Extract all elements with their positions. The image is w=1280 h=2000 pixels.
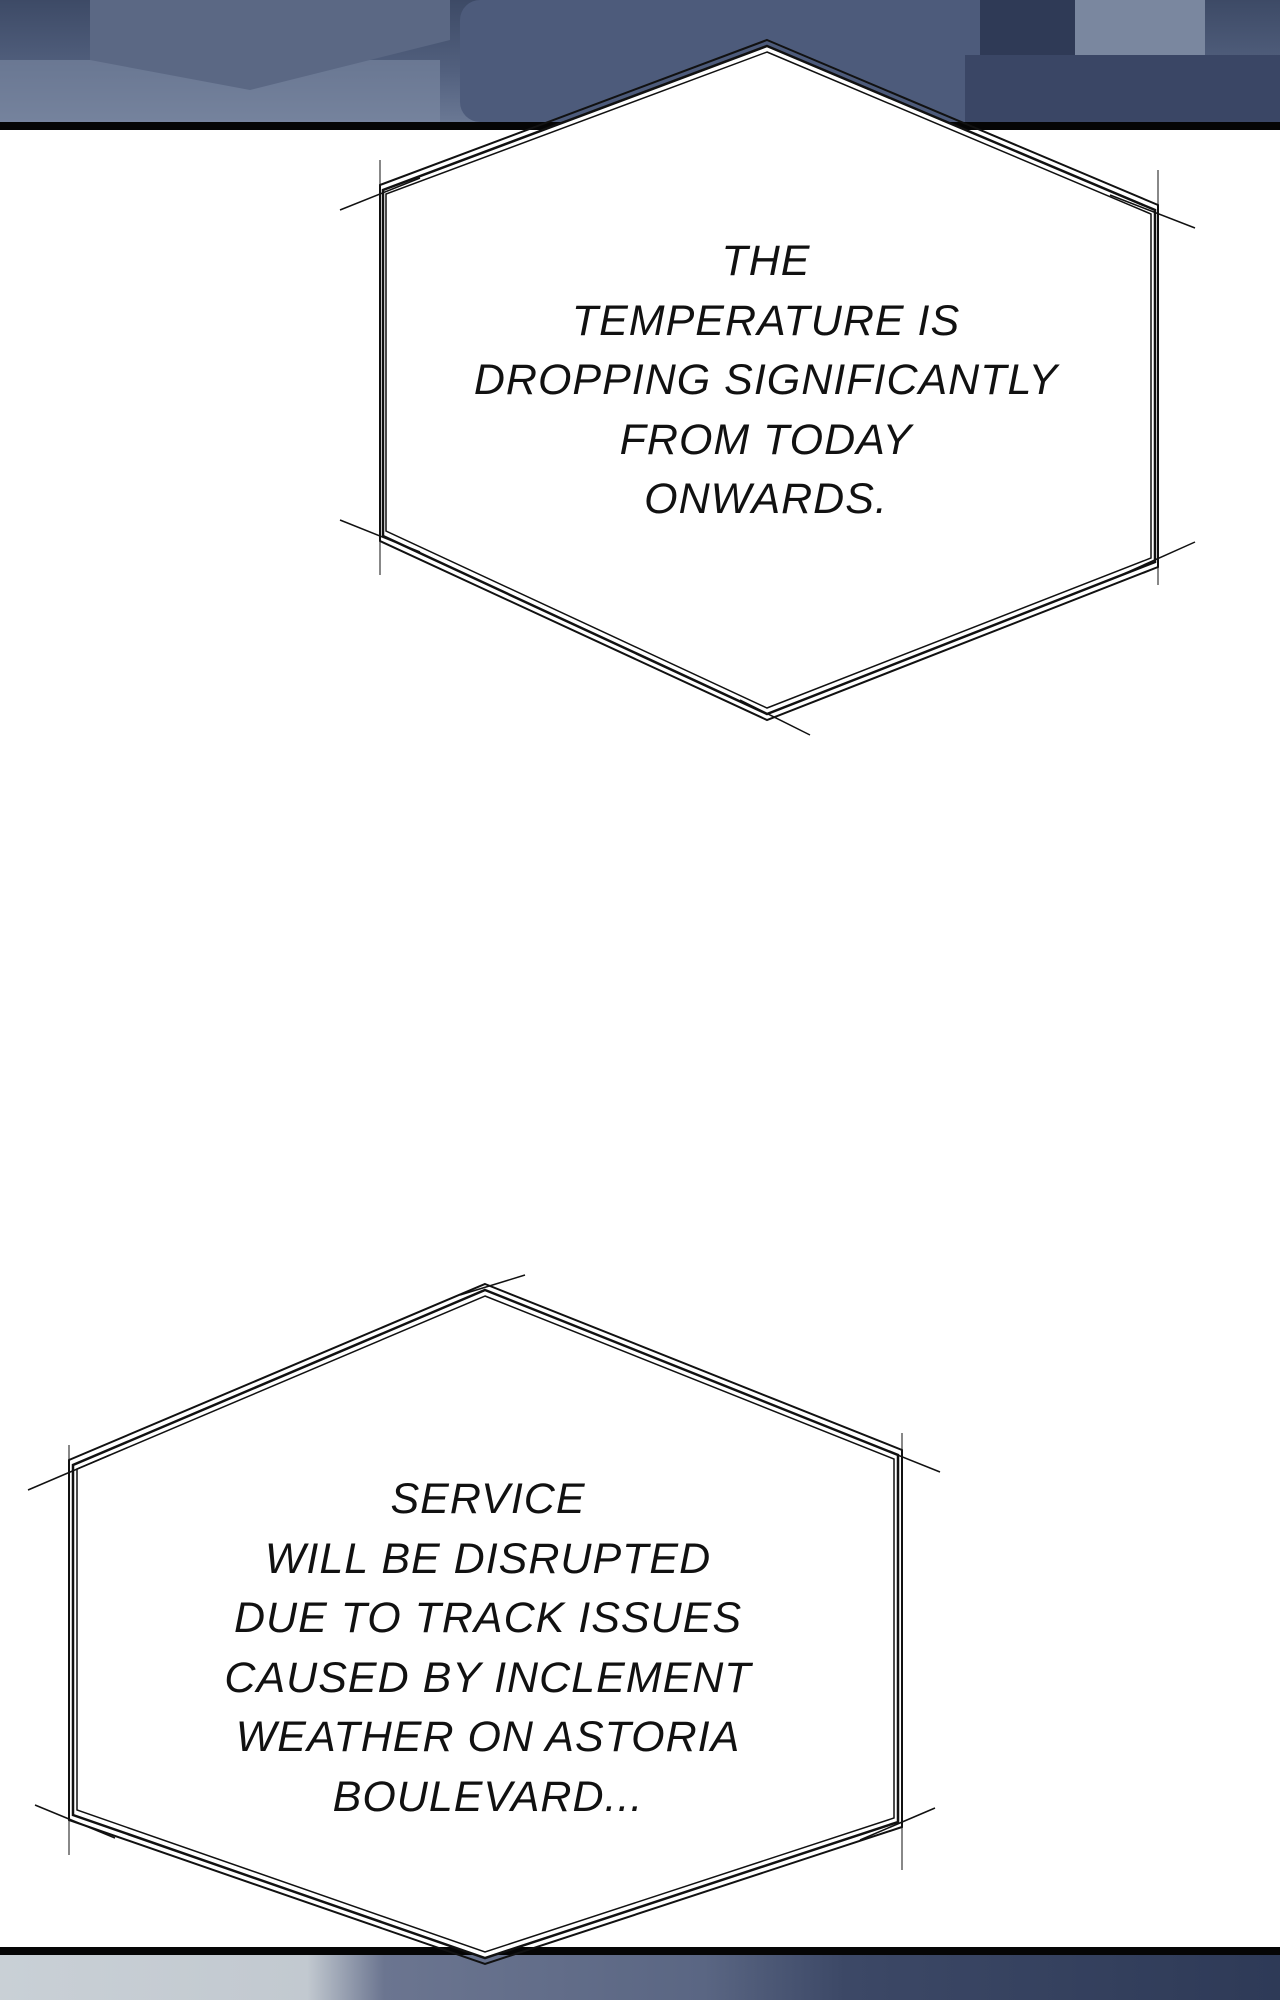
bubble-2-line: DUE TO TRACK ISSUES [233, 1594, 743, 1642]
bubble-1-line: DROPPING SIGNIFICANTLY [473, 356, 1059, 404]
bubble-2-text: SERVICE WILL BE DISRUPTED DUE TO TRACK I… [224, 1470, 751, 1827]
panel-border-bottom [0, 1947, 1280, 1955]
bubble-2-line: WEATHER ON ASTORIA [235, 1713, 741, 1761]
hexagon-bubble-1 [339, 38, 1196, 736]
bubble-2-line: BOULEVARD... [332, 1772, 644, 1821]
bubble-1-line: ONWARDS. [644, 475, 888, 523]
bubble-1-line: THE [721, 237, 811, 285]
bottom-panel-artwork [0, 1955, 1280, 2000]
bubble-2-line: SERVICE [390, 1475, 586, 1523]
bubble-2-line: WILL BE DISRUPTED [264, 1534, 712, 1583]
bubble-1-line: FROM TODAY [619, 415, 913, 464]
bubble-2-line: CAUSED BY INCLEMENT [224, 1653, 752, 1702]
hexagon-bubble-2 [27, 1274, 941, 1966]
top-panel-artwork [0, 0, 1280, 150]
bubble-1-line: TEMPERATURE IS [571, 296, 961, 345]
bubble-1-text: THE TEMPERATURE IS DROPPING SIGNIFICANTL… [474, 232, 1058, 530]
